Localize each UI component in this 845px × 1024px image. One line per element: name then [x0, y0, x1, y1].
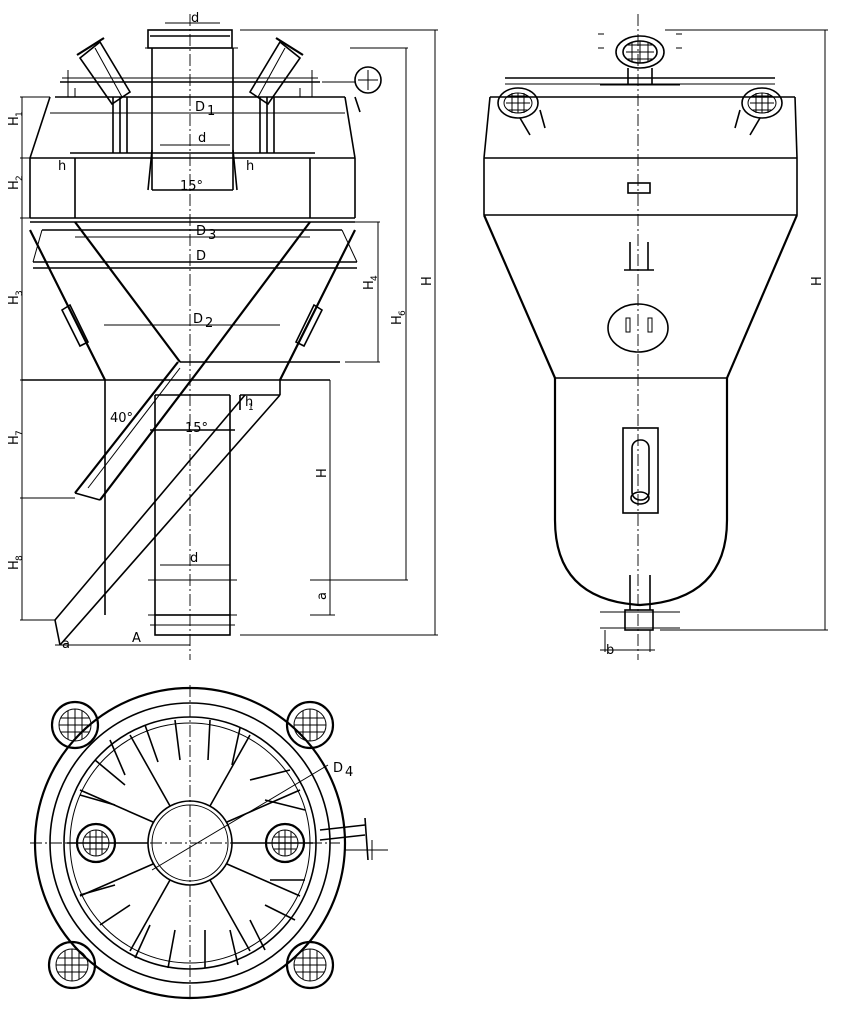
corner-nozzle-bottom-right: [285, 940, 335, 990]
label-D1-sub: 1: [207, 104, 215, 119]
label-h1-sub: 1: [248, 403, 254, 413]
label-H8-sub: 8: [15, 555, 25, 561]
side-bracket: [624, 242, 654, 271]
label-H-total: H: [420, 276, 435, 286]
guide-vanes: [79, 719, 306, 969]
label-H2-sub: 2: [15, 175, 25, 181]
side-body: [482, 96, 799, 607]
side-nozzle-right: [734, 87, 783, 136]
top-view-dimensions: D 4: [151, 761, 388, 871]
label-h1: h: [245, 395, 253, 410]
inner-nozzle-right: [264, 822, 306, 864]
label-H8: H: [7, 560, 22, 570]
label-D1: D: [195, 100, 205, 115]
front-subscripts: 1 1 2 3 4 6 7 8: [15, 111, 408, 561]
label-side-H: H: [810, 276, 825, 286]
label-H1-sub: 1: [15, 111, 25, 117]
side-bottom-outlet: [600, 575, 680, 631]
label-H3-sub: 3: [15, 290, 25, 296]
label-d-top: d: [191, 11, 199, 26]
inlet-nozzle-left: [76, 37, 132, 106]
label-angle-bottom: 15°: [185, 421, 208, 436]
top-manhole: [598, 33, 682, 85]
side-sight-glass: [622, 427, 659, 514]
label-D2-sub: 2: [205, 316, 213, 331]
label-H4: H: [362, 280, 377, 290]
label-H7: H: [7, 435, 22, 445]
upper-cylinder: [29, 96, 361, 219]
side-nozzle-left: [497, 87, 546, 136]
main-cone: [29, 221, 356, 381]
label-a-base: a: [315, 592, 330, 600]
label-d-bottom: d: [190, 551, 198, 566]
front-dimension-labels: d D 1 d h h 15° D 3 D D 2 40° h 15° d a …: [7, 11, 435, 652]
label-H1: H: [7, 116, 22, 126]
corner-nozzle-top-left: [50, 700, 100, 750]
label-D3: D: [196, 224, 206, 239]
lower-column: [22, 379, 330, 615]
side-roof: [490, 77, 795, 98]
label-H3: H: [7, 295, 22, 305]
side-view: H b: [482, 14, 828, 660]
label-H6-sub: 6: [398, 310, 408, 316]
diagonal-chute: [54, 361, 281, 646]
label-D2: D: [193, 312, 203, 327]
label-H4-sub: 4: [370, 275, 380, 281]
label-h-right: h: [246, 159, 254, 174]
label-D3-sub: 3: [208, 228, 216, 243]
label-D: D: [196, 249, 206, 264]
label-a-chute: a: [62, 637, 70, 652]
label-H6: H: [390, 315, 405, 325]
label-H7-sub: 7: [15, 430, 25, 436]
label-side-b: b: [606, 643, 614, 658]
label-d-mid: d: [198, 131, 206, 146]
front-view: d D 1 d h h 15° D 3 D D 2 40° h 15° d a …: [7, 11, 438, 660]
front-dimensions: [20, 22, 438, 646]
label-h-left: h: [58, 159, 66, 174]
label-angle-chute: 40°: [110, 411, 133, 426]
label-A: A: [132, 631, 141, 646]
inlet-nozzle-right: [248, 37, 304, 106]
label-D4: D: [333, 761, 343, 776]
roof-platform: [55, 66, 382, 98]
label-angle-top: 15°: [180, 179, 203, 194]
cone-side-hatches: [60, 303, 324, 348]
side-manhole: [607, 303, 669, 353]
corner-nozzle-bottom-left: [47, 940, 97, 990]
top-outlet-pipe: [145, 29, 238, 191]
label-D4-sub: 4: [345, 765, 353, 780]
corner-nozzle-top-right: [285, 700, 335, 750]
label-H2: H: [7, 180, 22, 190]
label-H-inner: H: [315, 468, 330, 478]
side-dimensions: H b: [600, 29, 828, 658]
top-view: D 4: [30, 685, 388, 1000]
base-outlet: [148, 579, 237, 636]
inner-nozzle-left: [75, 822, 117, 864]
